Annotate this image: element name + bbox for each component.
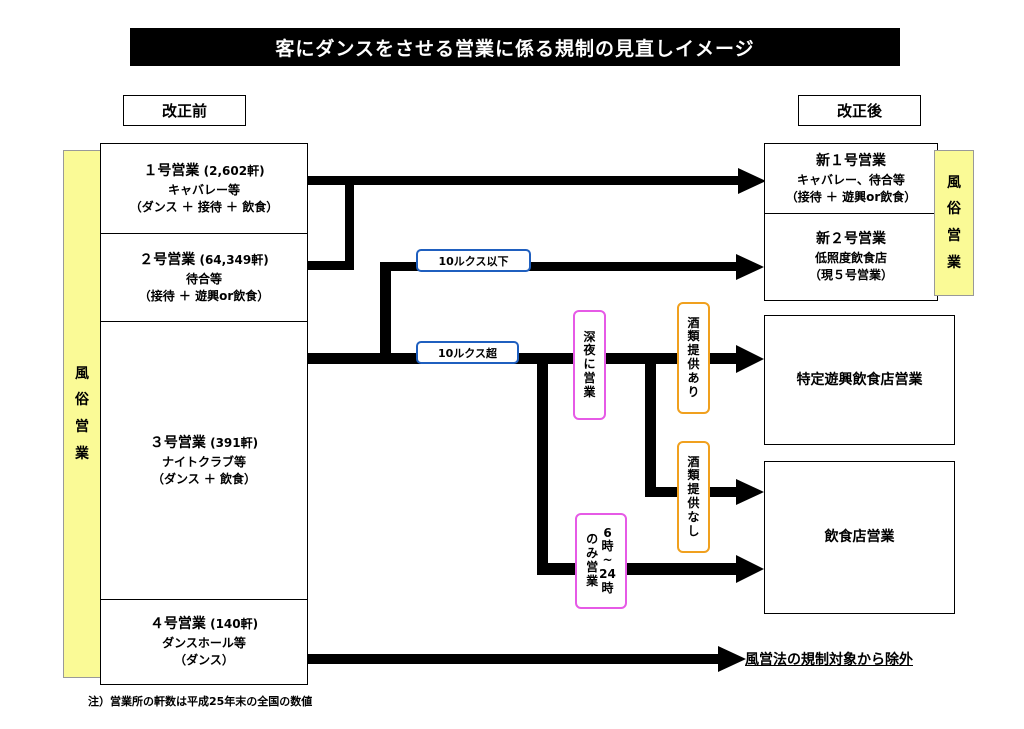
arrow-line-daytime: [537, 563, 738, 575]
fuzoku-left-bar: 風 俗 営 業: [63, 150, 101, 678]
after-label: 改正後: [798, 95, 921, 126]
new-business-type-2: 新２号営業 低照度飲食店 （現５号営業）: [764, 213, 938, 301]
new-business-type-1: 新１号営業 キャバレー、待合等 （接待 ＋ 遊興or飲食）: [764, 143, 938, 215]
arrowhead-5: [736, 555, 764, 583]
business-type-2: ２号営業 (64,349軒) 待合等 （接待 ＋ 遊興or飲食）: [100, 233, 308, 323]
arrow-line-2a: [308, 261, 354, 270]
arrow-line-daytime-branch: [537, 353, 548, 575]
arrow-line-2b: [345, 176, 354, 270]
restaurant-business: 飲食店営業: [764, 461, 955, 614]
business-type-4: ４号営業 (140軒) ダンスホール等 （ダンス）: [100, 599, 308, 685]
condition-daytime: 6 時 ~ 24 時 の み 営 業: [575, 513, 627, 609]
specified-entertainment-restaurant: 特定遊興飲食店営業: [764, 315, 955, 445]
fuzoku-right-bar: 風 俗 営 業: [934, 150, 974, 296]
condition-lux-low: 10ルクス以下: [416, 249, 531, 272]
arrow-line-1: [308, 176, 740, 185]
page-title: 客にダンスをさせる営業に係る規制の見直しイメージ: [130, 28, 900, 66]
arrow-line-lux-low: [380, 262, 738, 271]
footnote: 注）営業所の軒数は平成25年末の全国の数値: [88, 695, 313, 708]
arrowhead-4: [736, 479, 764, 505]
arrow-line-alcohol-yes: [588, 353, 738, 364]
business-type-1: １号営業 (2,602軒) キャバレー等 （ダンス ＋ 接待 ＋ 飲食）: [100, 143, 308, 235]
condition-alcohol-no: 酒 類 提 供 な し: [677, 441, 710, 553]
condition-lux-high: 10ルクス超: [416, 341, 519, 364]
arrow-line-alcohol-branch: [645, 353, 656, 497]
arrow-line-4: [308, 654, 720, 664]
condition-late-night: 深 夜 に 営 業: [573, 310, 606, 420]
arrow-line-3-up: [380, 262, 391, 364]
arrowhead-1: [738, 168, 766, 194]
arrowhead-6: [718, 646, 746, 672]
excluded-from-regulation: 風営法の規制対象から除外: [745, 652, 913, 668]
arrowhead-3: [736, 345, 764, 373]
before-label: 改正前: [123, 95, 246, 126]
arrowhead-2: [736, 254, 764, 280]
condition-alcohol-yes: 酒 類 提 供 あ り: [677, 302, 710, 414]
business-type-3: ３号営業 (391軒) ナイトクラブ等 （ダンス ＋ 飲食）: [100, 321, 308, 601]
